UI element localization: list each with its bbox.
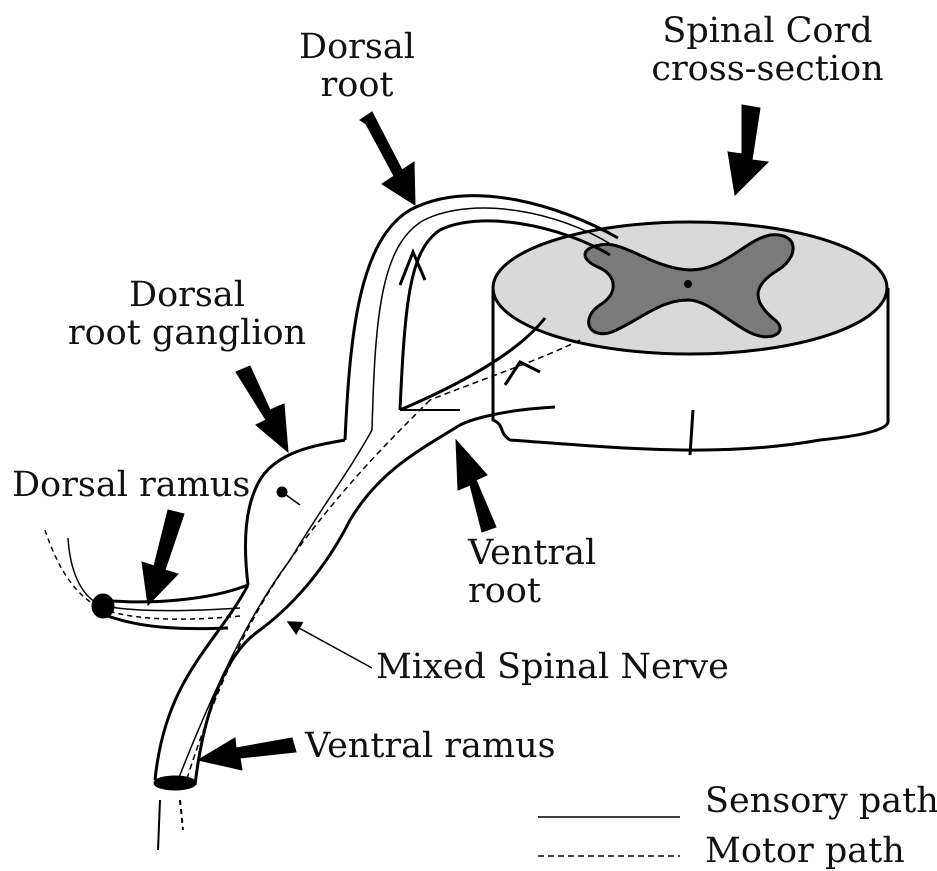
- label-mixed-spinal-nerve: Mixed Spinal Nerve: [376, 648, 729, 686]
- spinal-cord: [493, 222, 888, 455]
- label-dorsal-root-ganglion: Dorsal root ganglion: [62, 276, 312, 352]
- ganglion-outline: [245, 440, 345, 585]
- arrow-to-ventral-root: [456, 440, 496, 532]
- label-dorsal-ramus: Dorsal ramus: [12, 466, 250, 504]
- arrow-to-dorsal-root: [360, 112, 415, 205]
- label-dorsal-root: Dorsal root: [292, 28, 422, 104]
- label-spinal-cord: Spinal Cord cross-section: [640, 12, 895, 88]
- label-spinal-cord-line2: cross-section: [640, 50, 895, 88]
- dorsal-ramus-lower: [105, 615, 228, 629]
- label-ganglion-line2: root ganglion: [62, 314, 312, 352]
- central-canal: [684, 280, 692, 288]
- dorsal-ramus-upper: [100, 585, 248, 602]
- label-dorsal-root-line1: Dorsal: [292, 28, 422, 66]
- legend-sensory-label: Sensory path: [705, 782, 937, 820]
- legend-lines: [538, 817, 680, 856]
- label-ventral-ramus: Ventral ramus: [305, 727, 556, 765]
- dorsal-ramus-cut-end: [93, 595, 113, 617]
- arrow-to-ganglion: [236, 366, 288, 452]
- nerve-cut-end: [155, 777, 195, 789]
- label-ganglion-line1: Dorsal: [62, 276, 312, 314]
- label-ventral-root: Ventral root: [468, 534, 596, 610]
- mixed-nerve-pointer-line: [288, 622, 372, 668]
- label-ventral-root-line1: Ventral: [468, 534, 596, 572]
- label-dorsal-root-line2: root: [292, 66, 422, 104]
- arrow-to-ventral-ramus: [198, 738, 296, 770]
- label-ventral-root-line2: root: [468, 572, 596, 610]
- legend-motor-label: Motor path: [705, 832, 905, 870]
- arrow-to-dorsal-ramus: [142, 510, 184, 605]
- label-spinal-cord-line1: Spinal Cord: [640, 12, 895, 50]
- arrow-to-spinal-cord: [728, 105, 768, 195]
